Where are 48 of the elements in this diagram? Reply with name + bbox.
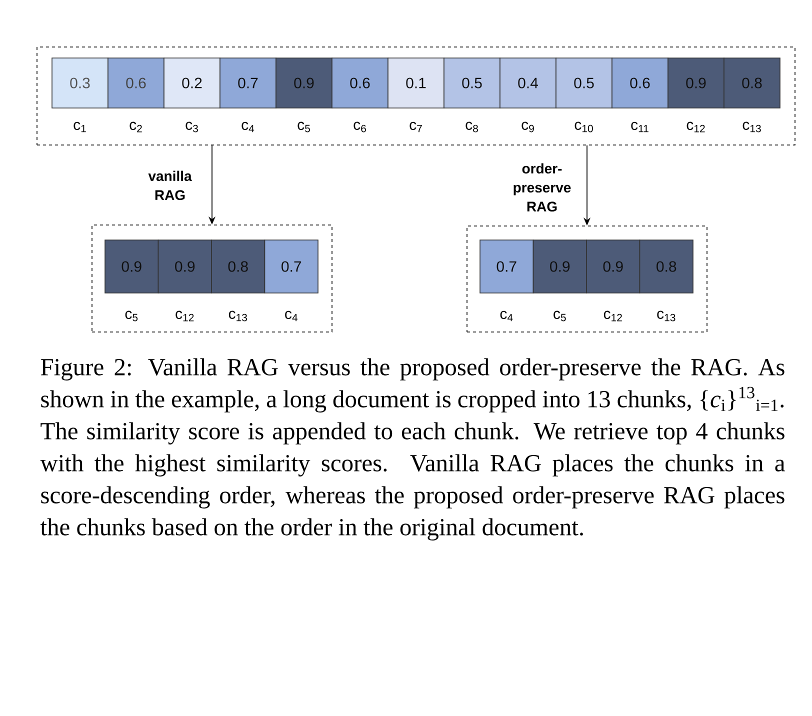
chunk-label: c$_{11}$ [631, 122, 648, 132]
chunk-label: c$_{2}$ [130, 122, 142, 132]
chunk-label: c$_{5}$ [298, 122, 310, 132]
score-cell: 0.7 [220, 58, 276, 108]
chunk-label: c$_{12}$ [176, 310, 194, 322]
score-cell: 0.9 [532, 240, 587, 294]
dashed-frame [36, 46, 796, 146]
chunk-label: c$_{4}$ [500, 310, 513, 322]
score-cell: 0.9 [104, 240, 159, 294]
score-cell: 0.8 [724, 58, 780, 108]
edge-label: order-preserve RAG [514, 163, 571, 212]
chunk-label: c$_{8}$ [466, 122, 478, 132]
score-cell: 0.1 [388, 58, 444, 108]
score-cell: 0.9 [586, 240, 640, 294]
chunk-label: c$_{4}$ [285, 310, 298, 322]
chunk-label: c$_{13}$ [657, 310, 676, 322]
chunk-label: c$_{6}$ [354, 122, 366, 132]
chunk-label: c$_{13}$ [742, 122, 761, 132]
chunk-label: c$_{13}$ [228, 310, 247, 322]
dashed-frame [466, 226, 708, 332]
edge-label: vanilla RAG [148, 170, 192, 200]
dashed-frame [92, 224, 332, 332]
score-cell: 0.9 [276, 58, 332, 108]
chunk-label: c$_{12}$ [686, 122, 705, 132]
score-cell: 0.4 [500, 58, 556, 108]
score-cell: 0.7 [480, 240, 534, 294]
chunk-label: c$_{3}$ [186, 122, 198, 132]
score-cell: 0.2 [164, 58, 220, 108]
score-cell: 0.9 [158, 240, 212, 294]
chunk-label: c$_{7}$ [410, 122, 422, 132]
score-cell: 0.7 [264, 240, 318, 294]
figure-caption: Figure 2: Vanilla RAG versus the proposed order-preserve the RAG. As shown in the example, a long document is cropped into 13 chunks, {c$_{i}$}$^{13}$$_{i=1}$. The similarity score is appended to each chunk. We retrieve top 4 chunks with the highest similarity scores. Vanilla RAG places the chunks in a score-descending order, whereas the proposed order-preserve RAG places the chunks based on the order in the original document. [40, 358, 785, 540]
score-cell: 0.3 [52, 58, 108, 108]
score-cell: 0.6 [612, 58, 668, 108]
chunk-label: c$_{10}$ [574, 122, 593, 132]
score-cell: 0.5 [556, 58, 612, 108]
score-cell: 0.5 [444, 58, 500, 108]
score-cell: 0.8 [211, 240, 266, 294]
score-cell: 0.8 [639, 240, 694, 294]
score-cell: 0.6 [108, 58, 164, 108]
chunk-label: c$_{5}$ [554, 310, 566, 322]
score-cell: 0.9 [668, 58, 724, 108]
chunk-label: c$_{5}$ [125, 310, 138, 322]
chunk-label: c$_{9}$ [522, 122, 534, 132]
chunk-label: c$_{12}$ [604, 310, 622, 322]
chunk-label: c$_{1}$ [74, 122, 86, 132]
score-cell: 0.6 [332, 58, 388, 108]
chunk-label: c$_{4}$ [242, 122, 254, 132]
